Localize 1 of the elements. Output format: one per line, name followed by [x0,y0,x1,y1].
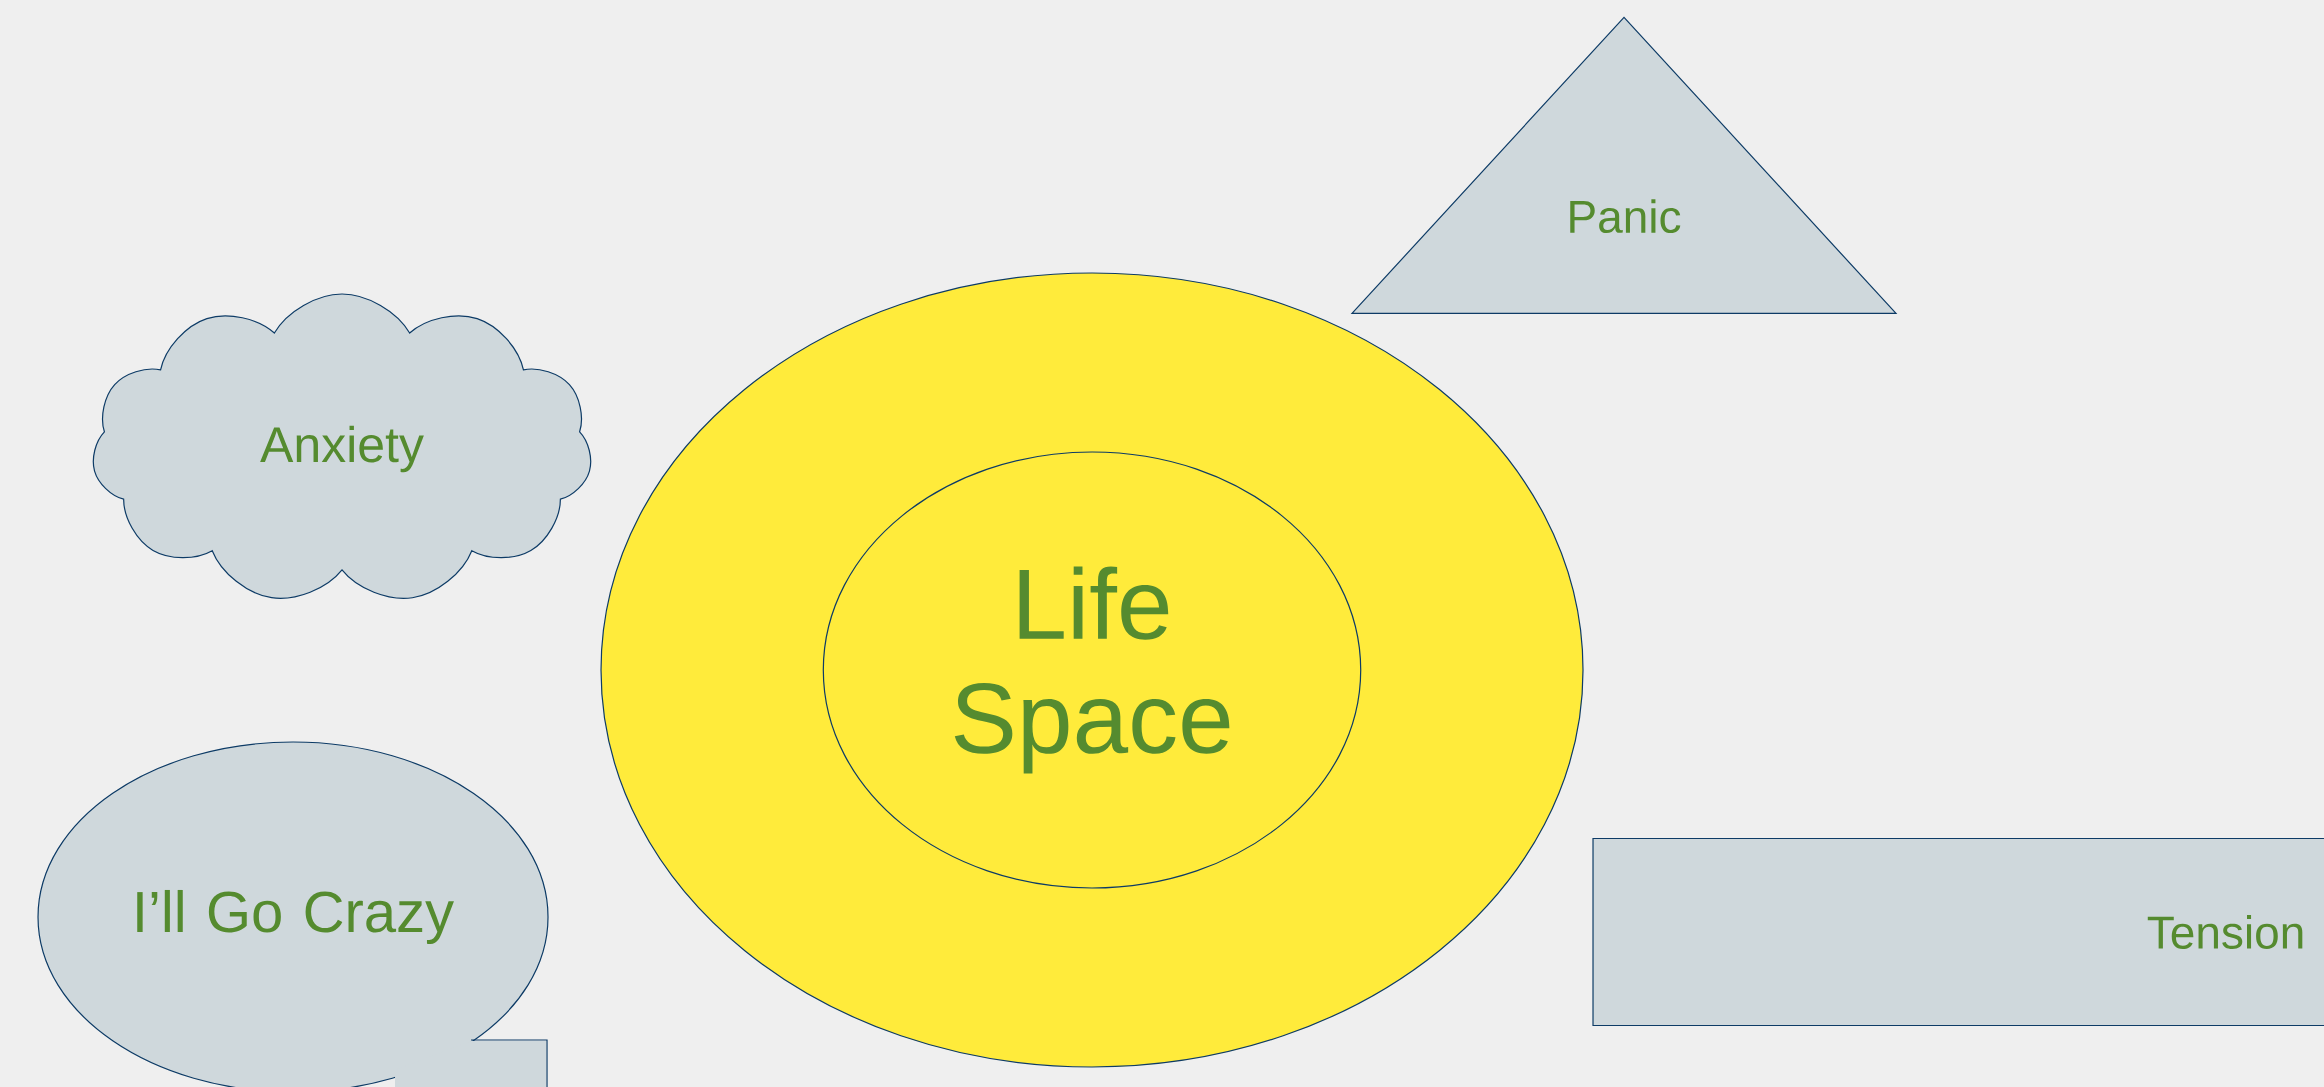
speech-bubble: I’ll Go Crazy [37,741,549,1087]
